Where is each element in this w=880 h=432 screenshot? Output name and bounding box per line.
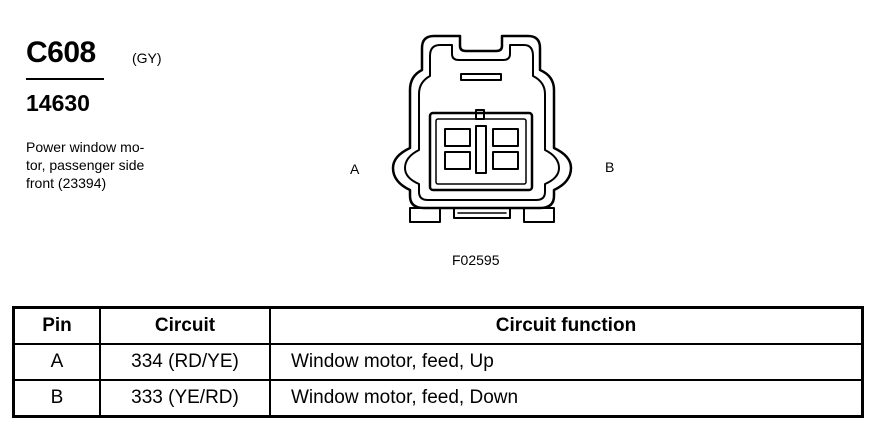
connector-id: C608: [26, 36, 96, 69]
pin-a-side-label: A: [350, 161, 360, 177]
cell-circuit-function: Window motor, feed, Up: [269, 343, 864, 381]
pin-cavity: [492, 128, 519, 147]
header-circuit-function: Circuit function: [269, 306, 864, 345]
pin-cavity: [444, 128, 471, 147]
header-pin: Pin: [12, 306, 101, 345]
cell-pin: A: [12, 343, 101, 381]
latch-slot: [460, 73, 502, 81]
polarizing-tab: [475, 109, 485, 120]
cell-circuit: 333 (YE/RD): [99, 379, 271, 418]
terminal-block: [428, 111, 534, 192]
cell-pin: B: [12, 379, 101, 418]
connector-color-code: (GY): [132, 50, 162, 66]
description-line: Power window mo-: [26, 139, 145, 155]
cell-circuit: 334 (RD/YE): [99, 343, 271, 381]
pin-table: Pin Circuit Circuit function A 334 (RD/Y…: [12, 306, 864, 418]
pin-b-side-label: B: [605, 159, 615, 175]
figure-code: F02595: [452, 252, 500, 268]
connector-face-drawing: [391, 34, 573, 223]
bottom-foot-left: [409, 207, 441, 223]
pin-cavity-center: [475, 125, 487, 174]
description-line: front (23394): [26, 175, 107, 191]
pin-cavity: [492, 151, 519, 170]
bottom-foot-right: [523, 207, 555, 223]
table-row: B 333 (YE/RD) Window motor, feed, Down: [12, 379, 864, 418]
pin-cavity: [444, 151, 471, 170]
table-row: A 334 (RD/YE) Window motor, feed, Up: [12, 343, 864, 381]
housing-inner-outline: [404, 44, 560, 201]
bottom-center-tab: [453, 207, 511, 219]
connector-description: Power window mo- tor, passenger side fro…: [26, 138, 186, 192]
part-number: 14630: [26, 90, 90, 116]
description-line: tor, passenger side: [26, 157, 145, 173]
header-circuit: Circuit: [99, 306, 271, 345]
connector-id-underline: [26, 78, 104, 80]
housing-outline: [391, 34, 573, 210]
table-header-row: Pin Circuit Circuit function: [12, 306, 864, 345]
cell-circuit-function: Window motor, feed, Down: [269, 379, 864, 418]
